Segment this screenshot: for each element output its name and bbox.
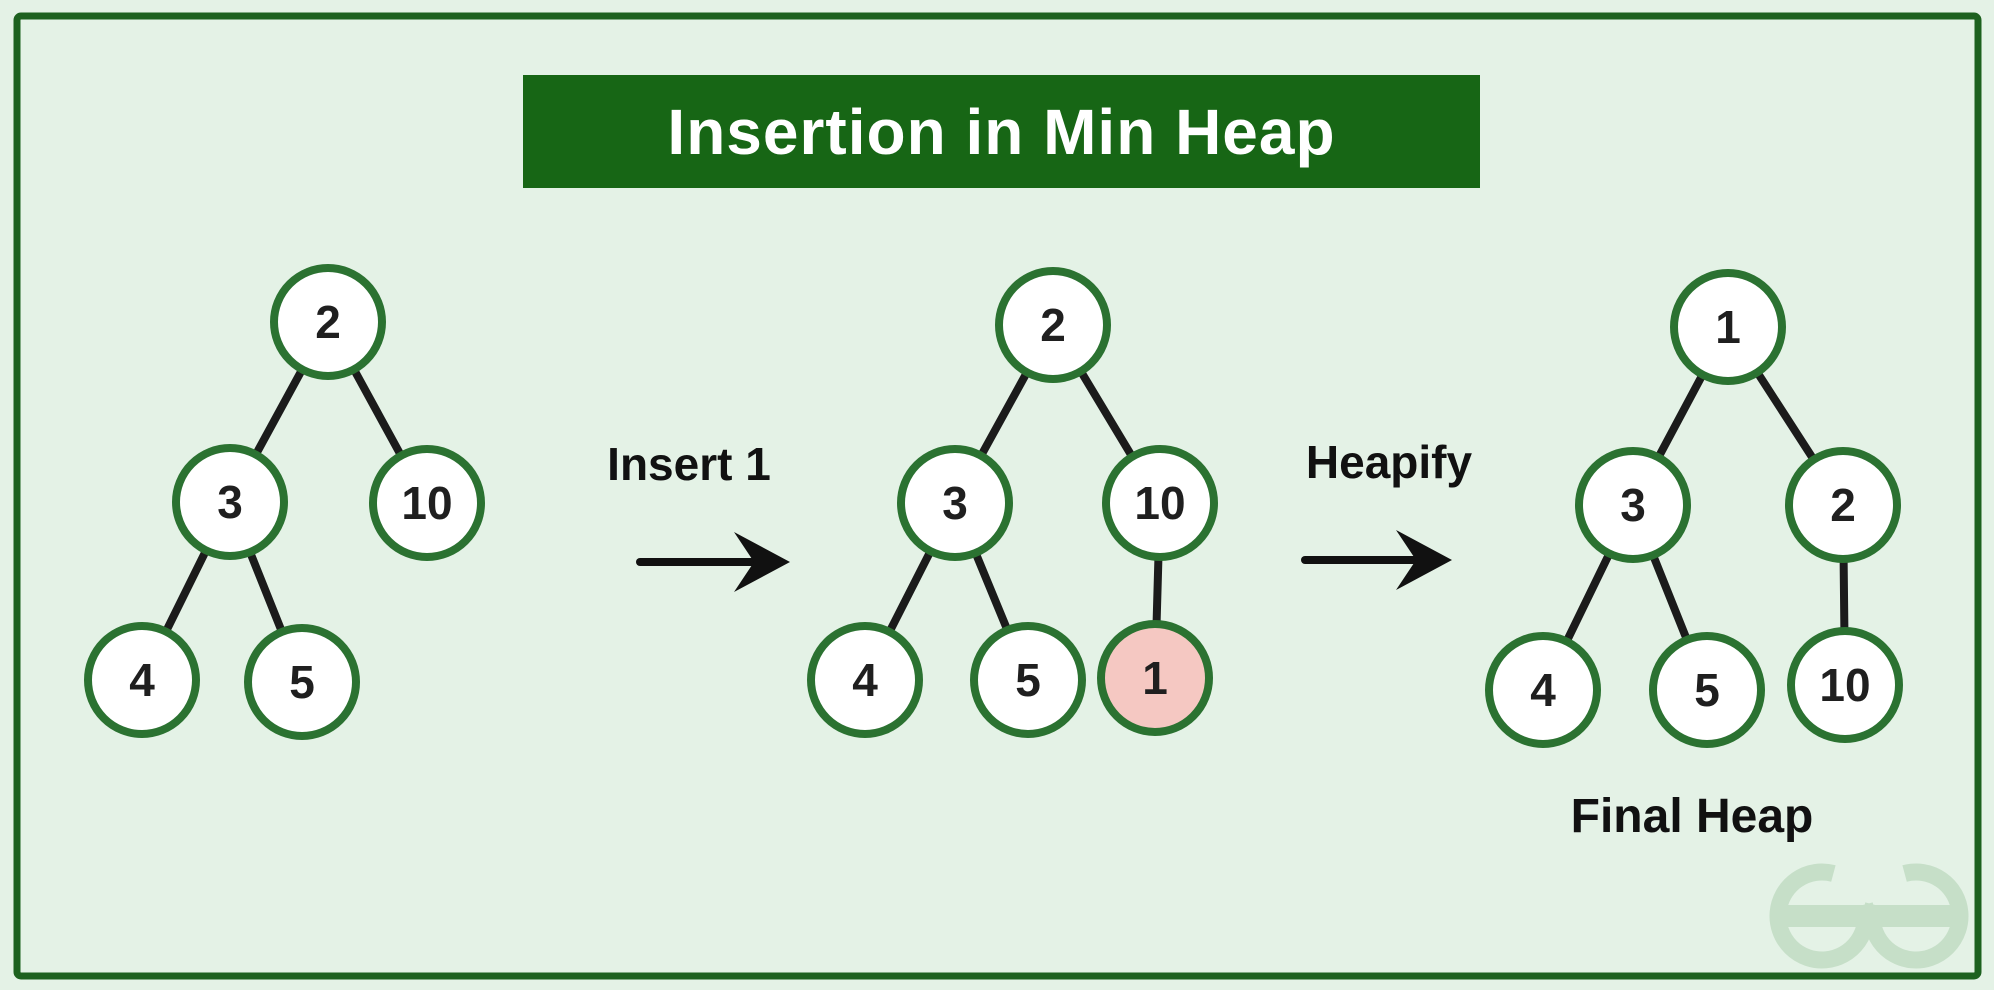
final-heap-node-2 (1785, 447, 1901, 563)
final-heap-node-10 (1787, 627, 1903, 743)
initial-heap-node-5 (244, 624, 360, 740)
step-arrow-head-icon-1 (734, 532, 790, 592)
after-insert-node-value-5: 5 (1015, 654, 1041, 706)
initial-heap-node-value-2: 2 (315, 296, 341, 348)
after-insert-node-10 (1102, 445, 1218, 561)
final-heap-caption: Final Heap (1571, 790, 1814, 843)
after-insert-node-2 (995, 267, 1111, 383)
after-insert-node-value-4: 4 (852, 654, 878, 706)
after-insert-node-value-2: 2 (1040, 299, 1066, 351)
after-insert-node-value-10: 10 (1134, 477, 1185, 529)
after-insert-node-5 (970, 622, 1086, 738)
final-heap-node-5 (1649, 632, 1765, 748)
initial-heap-node-value-5: 5 (289, 656, 315, 708)
final-heap-node-value-2: 2 (1830, 479, 1856, 531)
initial-heap-node-4 (84, 622, 200, 738)
final-heap-node-value-1: 1 (1715, 301, 1741, 353)
final-heap-node-value-4: 4 (1530, 664, 1556, 716)
after-insert-node-value-1: 1 (1142, 652, 1168, 704)
frame-border (13, 12, 1982, 980)
step-arrows-layer (636, 530, 1452, 592)
final-heap-node-value-3: 3 (1620, 479, 1646, 531)
initial-heap-node-value-10: 10 (401, 477, 452, 529)
initial-heap-node-2 (270, 264, 386, 380)
final-heap-node-4 (1485, 632, 1601, 748)
step-arrow-head-icon-2 (1396, 530, 1452, 590)
initial-heap-node-value-4: 4 (129, 654, 155, 706)
title-banner (523, 75, 1480, 188)
tree-nodes-layer: 2 3 10 4 5 2 3 10 4 5 1 1 3 2 4 5 10 (84, 264, 1903, 748)
after-insert-node-1 (1097, 620, 1213, 736)
geeksforgeeks-logo-icon (1769, 863, 1969, 969)
initial-heap-node-3 (172, 444, 288, 560)
insert-step-label: Insert 1 (607, 438, 771, 490)
after-insert-node-value-3: 3 (942, 477, 968, 529)
heapify-step-label: Heapify (1306, 436, 1473, 488)
final-heap-node-value-10: 10 (1819, 659, 1870, 711)
after-insert-node-4 (807, 622, 923, 738)
initial-heap-node-value-3: 3 (217, 476, 243, 528)
page-title: Insertion in Min Heap (667, 96, 1335, 168)
final-heap-node-value-5: 5 (1694, 664, 1720, 716)
after-insert-node-3 (897, 445, 1013, 561)
initial-heap-node-10 (369, 445, 485, 561)
final-heap-node-3 (1575, 447, 1691, 563)
final-heap-node-1 (1670, 269, 1786, 385)
